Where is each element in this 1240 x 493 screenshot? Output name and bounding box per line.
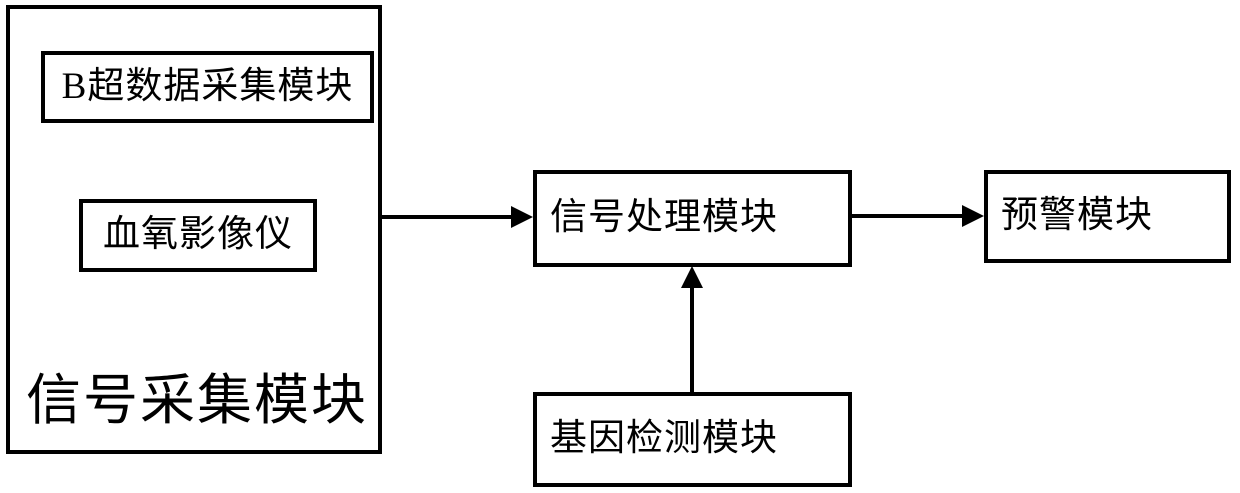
blood-oxygen-imager-box: 血氧影像仪	[79, 199, 317, 272]
arrowhead-up-icon	[681, 266, 703, 288]
gene-detection-module-box: 基因检测模块	[533, 392, 852, 487]
b-ultrasound-module-label: B超数据采集模块	[61, 65, 354, 107]
warning-module-box: 预警模块	[984, 170, 1231, 263]
warning-module-label: 预警模块	[1001, 195, 1153, 237]
b-ultrasound-module-box: B超数据采集模块	[41, 51, 374, 123]
arrowhead-right-icon	[511, 206, 533, 228]
arrow-processing-to-warning-line	[852, 214, 962, 218]
signal-collection-group-box: B超数据采集模块 血氧影像仪 信号采集模块	[6, 5, 382, 454]
gene-detection-module-label: 基因检测模块	[550, 418, 778, 460]
signal-collection-group-label: 信号采集模块	[26, 370, 369, 431]
blood-oxygen-imager-label: 血氧影像仪	[103, 214, 293, 256]
arrowhead-right-icon	[962, 205, 984, 227]
signal-processing-module-box: 信号处理模块	[533, 170, 852, 267]
arrow-gene-to-processing-line	[690, 288, 694, 392]
arrow-collection-to-processing-line	[382, 215, 511, 219]
signal-processing-module-label: 信号处理模块	[550, 197, 778, 239]
